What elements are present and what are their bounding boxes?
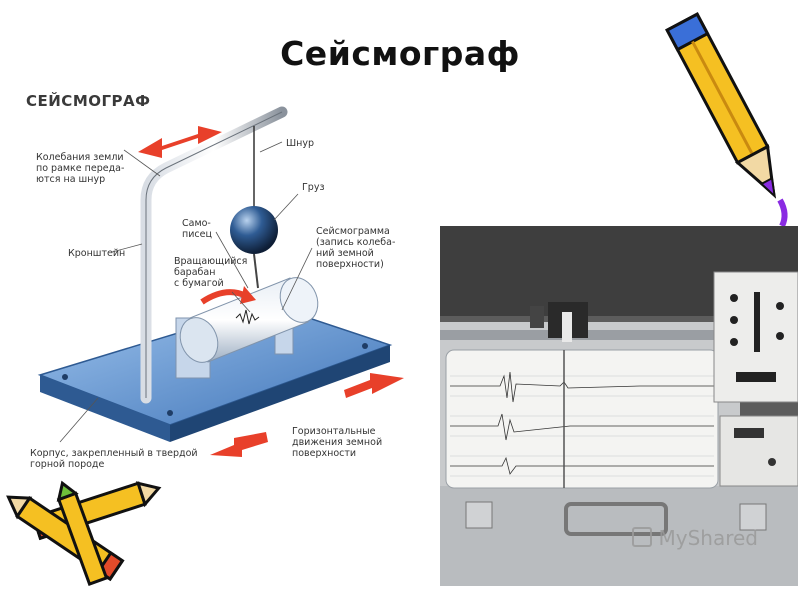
watermark-logo-icon: [632, 527, 652, 547]
label-horizontal: Горизонтальные движения земной поверхнос…: [292, 426, 382, 459]
label-recorder: Само- писец: [182, 218, 212, 240]
horizontal-arrow-right: [344, 373, 404, 398]
label-weight: Груз: [302, 182, 325, 193]
label-vibrations: Колебания земли по рамке переда- ются на…: [36, 152, 124, 185]
horizontal-arrow-left: [210, 432, 268, 457]
label-drum: Вращающийся барабан с бумагой: [174, 256, 247, 289]
label-bracket: Кронштейн: [68, 248, 125, 259]
watermark-text: MyShared: [658, 526, 758, 550]
seismograph-diagram: СЕЙСМОГРАФ: [20, 80, 412, 480]
pencil-icon: [660, 0, 800, 230]
label-seismogram: Сейсмограмма (запись колеба- ний земной …: [316, 226, 395, 270]
crossed-pencils-icon: [0, 480, 170, 595]
seismograph-photo: MyShared: [440, 226, 798, 586]
watermark: MyShared: [632, 526, 758, 550]
label-body: Корпус, закрепленный в твердой горной по…: [30, 448, 198, 470]
weight-ball: [230, 206, 278, 254]
label-cord: Шнур: [286, 138, 314, 149]
